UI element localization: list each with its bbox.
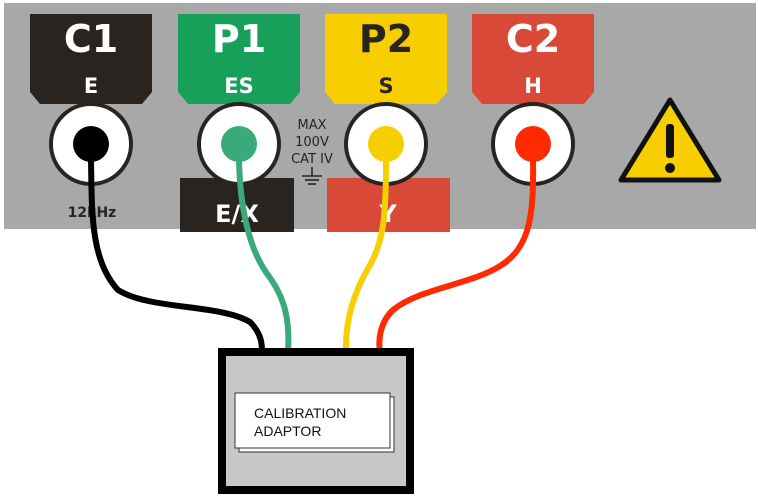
cable-red <box>376 157 537 355</box>
terminal-p1: P1 ES <box>178 14 300 104</box>
adaptor-label <box>234 392 391 449</box>
terminal-tab-p2 <box>325 14 447 104</box>
plug-c1 <box>73 126 109 162</box>
adaptor-line-1: CALIBRATION <box>254 405 346 421</box>
terminal-c1: C1 E <box>30 14 152 104</box>
rating-line-3: CAT IV <box>291 152 333 167</box>
rating-line-2: 100V <box>295 135 329 150</box>
terminal-top-label: C2 <box>506 17 560 61</box>
rating-line-1: MAX <box>297 118 326 133</box>
warning-triangle-icon <box>618 97 722 183</box>
terminal-bottom-label: E <box>84 74 98 98</box>
terminal-bottom-label: ES <box>224 74 253 98</box>
terminal-top-label: P1 <box>212 17 266 61</box>
terminal-c2: C2 H <box>472 14 594 104</box>
plug-p1 <box>221 126 257 162</box>
cable-green <box>236 157 292 355</box>
terminal-tab-p1 <box>178 14 300 104</box>
terminal-top-label: C1 <box>64 17 118 61</box>
terminal-tab-c2 <box>472 14 594 104</box>
voltage-rating: MAX 100V CAT IV <box>291 118 333 185</box>
lower-tab-y <box>327 178 450 232</box>
terminal-top-label: P2 <box>359 17 413 61</box>
socket-p1 <box>197 102 281 186</box>
adaptor-line-2: ADAPTOR <box>254 423 321 439</box>
lower-label-ex: E/X <box>215 200 259 228</box>
cable-black <box>88 157 265 355</box>
terminal-bottom-label: H <box>524 74 542 98</box>
socket-c1 <box>49 102 133 186</box>
ground-symbol-icon <box>302 167 322 185</box>
plug-p2 <box>368 126 404 162</box>
terminal-p2: P2 S <box>325 14 447 104</box>
terminal-tab-c1 <box>30 14 152 104</box>
cable-yellow <box>342 157 389 355</box>
lower-tab-ex <box>180 178 294 232</box>
plug-c2 <box>515 126 551 162</box>
terminal-bottom-label: S <box>378 74 393 98</box>
socket-c2 <box>491 102 575 186</box>
calibration-adaptor: CALIBRATION ADAPTOR <box>218 348 414 494</box>
